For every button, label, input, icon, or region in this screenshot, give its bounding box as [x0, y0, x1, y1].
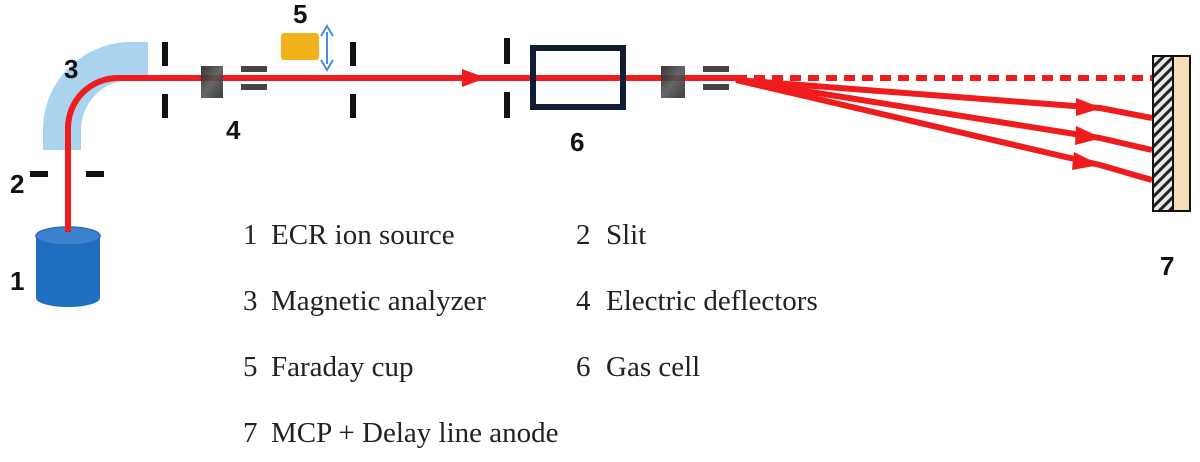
legend: 1 ECR ion source 2 Slit 3 Magnetic analy… — [243, 219, 818, 449]
legend-text-7: MCP + Delay line anode — [271, 417, 559, 449]
legend-text-1: ECR ion source — [271, 219, 455, 251]
ion-beam — [65, 75, 736, 232]
legend-num-7: 7 — [243, 417, 258, 449]
deflected-beam-arrows — [1072, 98, 1102, 170]
beam-direction-arrow — [462, 69, 486, 87]
label-5: 5 — [293, 0, 307, 29]
legend-num-3: 3 — [243, 285, 258, 317]
slit-right-blade — [86, 171, 104, 177]
legend-num-6: 6 — [576, 351, 591, 383]
label-3: 3 — [64, 54, 78, 84]
mcp-detector — [1152, 55, 1174, 212]
gas-cell — [530, 45, 626, 110]
label-2: 2 — [10, 169, 24, 199]
legend-text-4: Electric deflectors — [606, 285, 818, 317]
electric-deflector-1 — [201, 66, 267, 98]
legend-num-1: 1 — [243, 219, 258, 251]
legend-num-5: 5 — [243, 351, 258, 383]
faraday-cup — [281, 33, 319, 60]
legend-text-5: Faraday cup — [271, 351, 414, 383]
label-4: 4 — [226, 115, 241, 145]
slit-left-blade — [30, 171, 48, 177]
aperture-3-lower — [504, 92, 510, 118]
aperture-1-upper — [162, 42, 168, 66]
legend-text-3: Magnetic analyzer — [271, 285, 486, 317]
label-6: 6 — [570, 127, 584, 157]
legend-num-4: 4 — [576, 285, 591, 317]
aperture-2-lower — [350, 94, 356, 118]
aperture-1-lower — [162, 94, 168, 118]
legend-text-2: Slit — [606, 219, 646, 251]
delay-line-anode — [1172, 55, 1191, 212]
legend-text-6: Gas cell — [606, 351, 700, 383]
aperture-3-upper — [504, 38, 510, 64]
label-7: 7 — [1160, 251, 1174, 281]
electric-deflector-2 — [661, 66, 729, 98]
faraday-cup-motion-arrow — [320, 24, 334, 72]
legend-num-2: 2 — [576, 219, 591, 251]
aperture-2-upper — [350, 42, 356, 66]
ecr-ion-source — [35, 226, 101, 307]
magnetic-analyzer — [43, 42, 148, 150]
label-1: 1 — [10, 266, 24, 296]
